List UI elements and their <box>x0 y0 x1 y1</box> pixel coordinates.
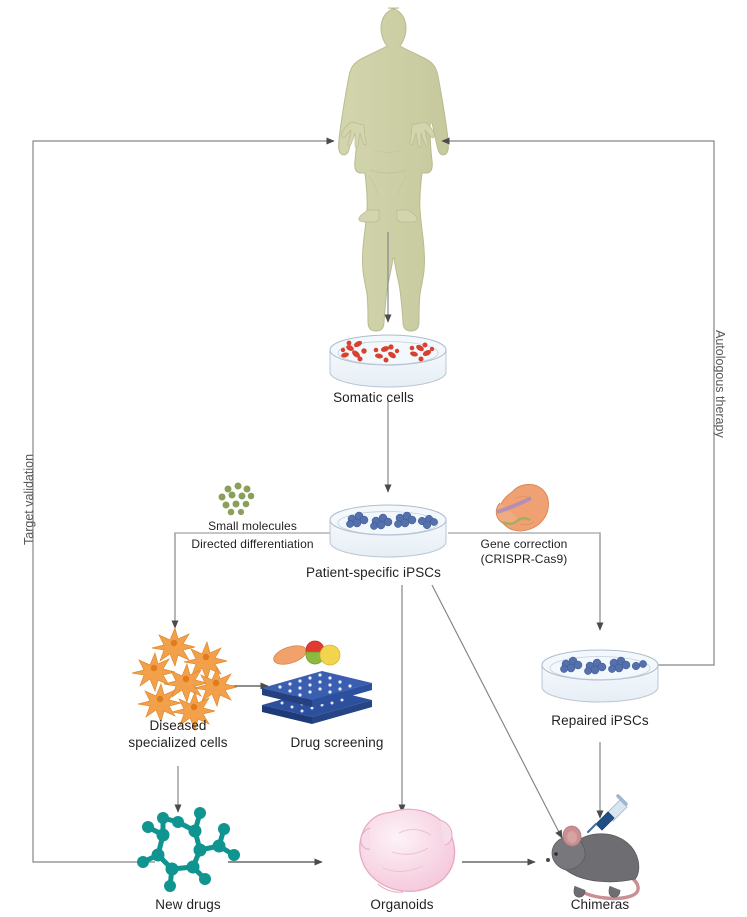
label-crispr-cas9: (CRISPR-Cas9) <box>480 552 568 566</box>
petri-dish-somatic <box>329 334 447 388</box>
label-target-validation: Target validation <box>22 453 36 545</box>
label-organoids: Organoids <box>370 897 434 912</box>
label-directed-differentiation: Directed differentiation <box>191 537 314 551</box>
blue-colony-cluster <box>346 511 438 530</box>
petri-dish-repaired <box>541 649 659 703</box>
label-somatic-cells: Somatic cells <box>333 390 414 405</box>
microplate-upper <box>262 671 372 707</box>
label-gene-correction: Gene correction <box>480 537 568 551</box>
mouse-with-syringe <box>546 794 640 901</box>
label-new-drugs: New drugs <box>155 897 221 912</box>
pill-yellow <box>319 644 341 666</box>
petri-dish-ipsc <box>329 504 447 558</box>
label-diseased-cells-line1: Diseased <box>149 718 207 733</box>
blue-colony-cluster-repaired <box>560 656 647 675</box>
label-patient-specific-ipscs: Patient-specific iPSCs <box>306 565 441 580</box>
label-small-molecules: Small molecules <box>208 519 297 533</box>
syringe-icon <box>586 794 628 834</box>
microplate-and-pills <box>262 640 372 724</box>
human-body-silhouette <box>338 7 449 332</box>
red-cell-cluster <box>340 340 435 363</box>
arrow-ipsc-to-chimeras <box>431 584 563 839</box>
orange-star-cells <box>131 626 238 732</box>
label-autologous-therapy: Autologous therapy <box>713 330 727 438</box>
capsule-orange <box>273 645 307 665</box>
molecule-structure <box>137 807 240 892</box>
label-repaired-ipscs: Repaired iPSCs <box>551 713 649 728</box>
green-dots-cluster <box>218 482 255 516</box>
crispr-cas9-protein <box>495 484 549 532</box>
autologous-therapy-loop <box>441 137 715 666</box>
label-drug-screening: Drug screening <box>290 735 384 750</box>
label-diseased-cells-line2: specialized cells <box>128 735 228 750</box>
label-chimeras: Chimeras <box>570 897 630 912</box>
pink-organoid-blob <box>359 808 456 893</box>
target-validation-loop <box>32 137 335 863</box>
